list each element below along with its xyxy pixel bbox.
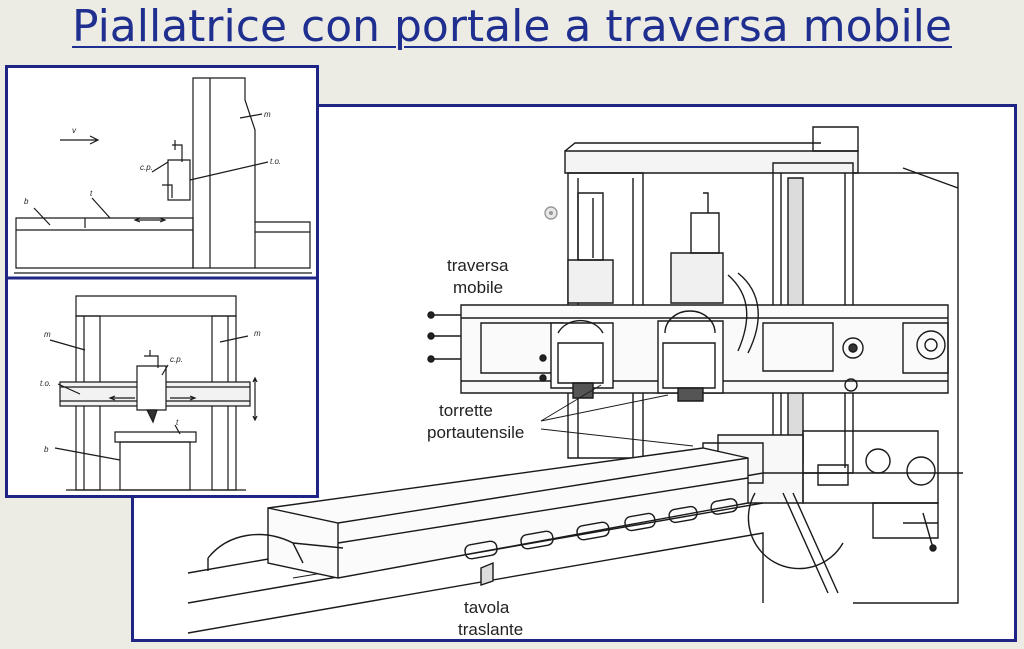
front-label-m-left: m — [44, 330, 51, 339]
planer-isometric-drawing: traversa mobile torrette portautensile t… — [187, 126, 963, 639]
front-label-m-right: m — [254, 329, 261, 338]
label-torrette-line2: portautensile — [427, 423, 524, 442]
inset-drawings: v m c.p. t.o. b t m m c.p. t.o. — [5, 65, 319, 498]
label-traversa-line1: traversa — [447, 256, 509, 275]
side-label-cp: c.p. — [140, 163, 153, 172]
label-torrette-line1: torrette — [439, 401, 493, 420]
side-label-m: m — [264, 110, 271, 119]
front-label-b: b — [44, 445, 49, 454]
label-tavola-line1: tavola — [464, 598, 510, 617]
label-traversa-line2: mobile — [453, 278, 503, 297]
side-label-v: v — [72, 126, 77, 135]
front-label-to: t.o. — [40, 379, 51, 388]
side-label-b: b — [24, 197, 29, 206]
side-label-to: t.o. — [270, 157, 281, 166]
side-label-t: t — [90, 189, 93, 198]
inset-orthographic-views: v m c.p. t.o. b t m m c.p. t.o. — [8, 77, 316, 491]
label-tavola-line2: traslante — [458, 620, 523, 639]
front-label-t: t — [176, 418, 179, 427]
front-label-cp: c.p. — [170, 355, 183, 364]
slide-title: Piallatrice con portale a traversa mobil… — [72, 1, 952, 52]
